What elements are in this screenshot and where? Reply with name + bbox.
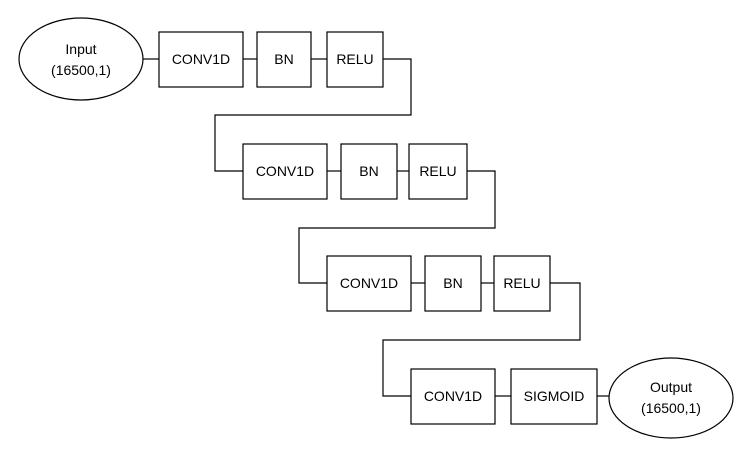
row-2: CONV1D BN RELU bbox=[242, 143, 468, 200]
conv1d-block: CONV1D bbox=[158, 31, 244, 88]
relu-block: RELU bbox=[493, 255, 551, 312]
wire-row3-to-row4 bbox=[382, 282, 581, 397]
output-node: Output (16500,1) bbox=[608, 357, 734, 439]
row-4: CONV1D SIGMOID bbox=[410, 368, 598, 425]
wire-row2-to-row3 bbox=[298, 170, 496, 284]
block-label: CONV1D bbox=[424, 388, 482, 404]
bn-block: BN bbox=[340, 143, 398, 200]
connectors bbox=[143, 58, 609, 397]
block-label: RELU bbox=[419, 163, 456, 179]
block-label: BN bbox=[359, 163, 378, 179]
block-label: SIGMOID bbox=[524, 388, 585, 404]
block-label: CONV1D bbox=[256, 163, 314, 179]
block-label: RELU bbox=[336, 51, 373, 67]
sigmoid-block: SIGMOID bbox=[510, 368, 598, 425]
block-label: BN bbox=[443, 275, 462, 291]
block-label: CONV1D bbox=[172, 51, 230, 67]
input-shape: (16500,1) bbox=[51, 62, 111, 78]
output-shape: (16500,1) bbox=[641, 400, 701, 416]
wire-row1-to-row2 bbox=[214, 58, 412, 172]
input-label: Input bbox=[65, 41, 96, 57]
relu-block: RELU bbox=[326, 31, 384, 88]
output-label: Output bbox=[650, 379, 692, 395]
conv1d-block: CONV1D bbox=[410, 368, 496, 425]
conv1d-block: CONV1D bbox=[326, 255, 412, 312]
row-3: CONV1D BN RELU bbox=[326, 255, 551, 312]
relu-block: RELU bbox=[408, 143, 468, 200]
bn-block: BN bbox=[424, 255, 482, 312]
input-node: Input (16500,1) bbox=[18, 17, 144, 101]
bn-block: BN bbox=[256, 31, 312, 88]
block-label: BN bbox=[274, 51, 293, 67]
conv1d-block: CONV1D bbox=[242, 143, 328, 200]
row-1: CONV1D BN RELU bbox=[158, 31, 384, 88]
block-label: RELU bbox=[503, 275, 540, 291]
block-label: CONV1D bbox=[340, 275, 398, 291]
